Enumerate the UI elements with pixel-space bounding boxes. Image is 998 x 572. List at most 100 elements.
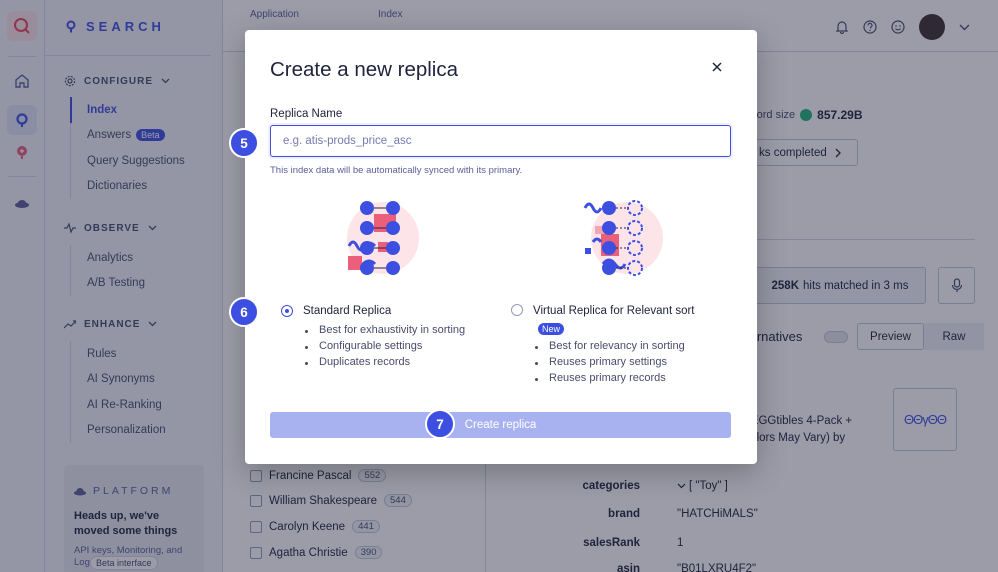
nav-item-index[interactable]: Index	[70, 97, 185, 123]
chevron-down-icon	[161, 78, 170, 84]
tasks-label: ks completed	[759, 146, 827, 159]
platform-text: API keys, Monitoring, and Logs	[74, 545, 183, 568]
facet-count: 441	[352, 520, 380, 533]
nav-item-query-suggestions[interactable]: Query Suggestions	[71, 148, 185, 174]
close-icon	[712, 62, 722, 72]
check-icon	[800, 109, 813, 121]
topbar-icons	[835, 14, 970, 40]
attribute-value[interactable]: [ "Toy" ]	[677, 480, 728, 492]
list-item: Best for relevancy in sorting	[533, 340, 685, 356]
product-image: ΘΘγΘΘ	[893, 388, 957, 451]
standard-replica-radio[interactable]	[281, 305, 293, 317]
observe-items: Analytics A/B Testing	[70, 245, 145, 296]
nav-item-label: Analytics	[87, 251, 134, 264]
helper-text: This index data will be automatically sy…	[270, 165, 523, 176]
list-item: Configurable settings	[303, 340, 465, 356]
list-item: Reuses primary records	[533, 372, 685, 388]
checkbox[interactable]	[250, 546, 262, 559]
section-enhance[interactable]: ENHANCE	[64, 318, 157, 330]
configure-items: Index Answers Beta Query Suggestions Dict…	[70, 97, 185, 199]
attribute-value-text: [ "Toy" ]	[689, 480, 728, 492]
list-item: Best for exhaustivity in sorting	[303, 324, 465, 340]
nav-item-ai-synonyms[interactable]: AI Synonyms	[71, 367, 166, 393]
facet-item[interactable]: Carolyn Keene 441	[250, 520, 380, 533]
section-configure-label: CONFIGURE	[84, 75, 153, 87]
search-product-icon[interactable]	[7, 105, 37, 135]
chevron-right-icon	[835, 148, 841, 157]
app-rail	[0, 0, 45, 572]
create-replica-button[interactable]: Create replica	[270, 412, 731, 438]
beta-interface-badge: Beta interface	[91, 557, 157, 569]
microphone-icon	[951, 278, 962, 292]
virtual-replica-title[interactable]: Virtual Replica for Relevant sort	[533, 305, 695, 317]
help-icon[interactable]	[863, 20, 877, 34]
nav-item-analytics[interactable]: Analytics	[71, 245, 145, 271]
platform-notice: PLATFORM Heads up, we've moved some thin…	[64, 465, 204, 572]
checkbox[interactable]	[250, 469, 262, 482]
gear-icon	[64, 75, 76, 87]
step-marker: 7	[425, 409, 455, 439]
tab-preview[interactable]: Preview	[857, 323, 924, 350]
nav-item-label: A/B Testing	[87, 277, 145, 290]
section-enhance-label: ENHANCE	[84, 318, 141, 330]
section-configure[interactable]: CONFIGURE	[64, 75, 170, 87]
chevron-down-icon	[148, 321, 157, 327]
beta-badge: Beta	[136, 129, 165, 142]
platform-title-text: PLATFORM	[93, 485, 174, 497]
virtual-replica-radio[interactable]	[511, 304, 523, 316]
replica-name-input[interactable]	[270, 125, 731, 157]
checkbox[interactable]	[250, 520, 262, 533]
checkbox[interactable]	[250, 494, 262, 507]
platform-title: PLATFORM	[74, 485, 194, 497]
recommend-icon[interactable]	[7, 137, 37, 167]
nav-item-dictionaries[interactable]: Dictionaries	[71, 174, 185, 200]
close-button[interactable]	[710, 60, 724, 74]
chevron-down-icon[interactable]	[959, 24, 970, 31]
nav-item-label: Personalization	[87, 424, 166, 437]
list-item: Reuses primary settings	[533, 356, 685, 372]
nav-item-ai-reranking[interactable]: AI Re-Ranking	[71, 392, 166, 418]
attribute-value: "HATCHiMALS"	[677, 508, 758, 520]
voice-search-button[interactable]	[938, 267, 975, 304]
alternatives-toggle[interactable]	[824, 331, 848, 343]
product-title-line: CollEGGtibles 4-Pack +	[731, 415, 853, 427]
hits-count: 258K hits matched in 3 ms	[754, 267, 926, 304]
chevron-down-icon	[148, 225, 157, 231]
standard-replica-title[interactable]: Standard Replica	[303, 305, 392, 317]
record-size-label: ecord size	[745, 109, 796, 121]
view-toggle: Preview Raw	[857, 323, 984, 350]
replica-name-label: Replica Name	[270, 108, 343, 120]
enhance-items: Rules AI Synonyms AI Re-Ranking Personal…	[70, 341, 166, 443]
bell-icon[interactable]	[835, 20, 849, 34]
trend-up-icon	[64, 320, 76, 329]
brand[interactable]: SEARCH	[66, 19, 165, 34]
chevron-down-icon	[677, 483, 686, 489]
nav-item-label: Query Suggestions	[87, 154, 185, 167]
record-size: ecord size 857.29B	[745, 108, 863, 122]
attribute-key: asin	[616, 563, 640, 572]
nav-item-answers[interactable]: Answers Beta	[71, 123, 185, 149]
home-icon[interactable]	[7, 66, 37, 96]
section-observe[interactable]: OBSERVE	[64, 222, 157, 234]
smile-icon[interactable]	[891, 20, 905, 34]
step-marker: 5	[229, 128, 259, 158]
avatar[interactable]	[919, 14, 945, 40]
step-marker: 6	[229, 297, 259, 327]
nav-item-personalization[interactable]: Personalization	[71, 418, 166, 444]
nav-item-label: Answers	[87, 129, 132, 142]
facet-name: Carolyn Keene	[269, 520, 346, 533]
product-title[interactable]: CollEGGtibles 4-Pack + & Colors May Vary…	[731, 413, 852, 447]
facet-name: Agatha Christie	[269, 546, 348, 559]
tab-raw[interactable]: Raw	[924, 323, 984, 350]
nav-item-rules[interactable]: Rules	[71, 341, 166, 367]
section-observe-label: OBSERVE	[84, 222, 140, 234]
nav-item-ab-testing[interactable]: A/B Testing	[71, 271, 145, 297]
search-logo-icon[interactable]	[7, 11, 37, 41]
hits-value: 258K	[771, 279, 800, 292]
standard-replica-illustration	[347, 201, 419, 275]
platform-icon[interactable]	[7, 189, 37, 219]
application-label: Application	[250, 9, 299, 20]
